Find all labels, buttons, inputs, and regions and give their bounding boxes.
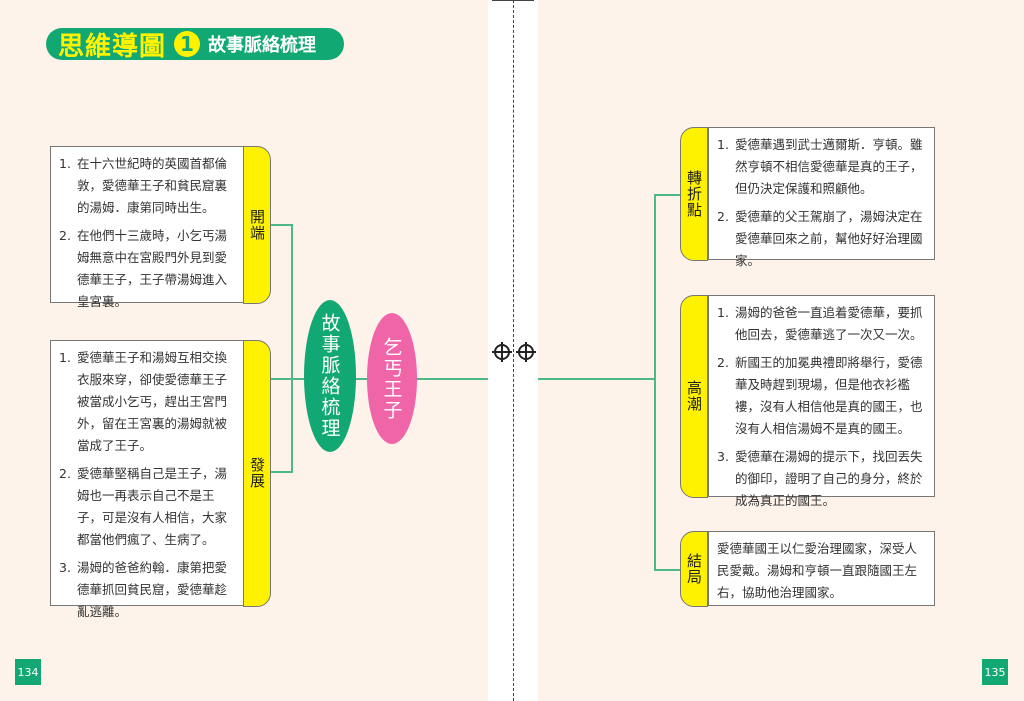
connector	[538, 378, 656, 380]
list-item: 3.愛德華在湯姆的提示下，找回丟失的御印，證明了自己的身分，終於成為真正的國王。	[717, 446, 926, 512]
list-item: 1.愛德華王子和湯姆互相交換衣服來穿，卻使愛德華王子被當成小乞丐，趕出王宮門外，…	[59, 347, 235, 457]
list-item: 2.愛德華堅稱自己是王子，湯姆也一再表示自己不是王子，可是沒有人相信，大家都當他…	[59, 463, 235, 551]
connector	[654, 194, 680, 196]
list-item: 2.在他們十三歲時，小乞丐湯姆無意中在宮殿門外見到愛德華王子，王子帶湯姆進入皇宮…	[59, 225, 235, 313]
connector	[270, 471, 292, 473]
section-label: 結局	[680, 530, 708, 607]
item-text: 湯姆的爸爸一直追着愛德華，要抓他回去，愛德華逃了一次又一次。	[735, 305, 923, 342]
section-label: 轉折點	[680, 126, 708, 261]
item-text: 湯姆的爸爸約翰．康第把愛德華抓回貧民窟，愛德華趁亂逃離。	[77, 560, 228, 619]
item-text: 愛德華在湯姆的提示下，找回丟失的御印，證明了自己的身分，終於成為真正的國王。	[735, 449, 923, 508]
section-beginning: 1.在十六世紀時的英國首都倫敦，愛德華王子和貧民窟裏的湯姆．康第同時出生。 2.…	[50, 145, 271, 309]
section-label: 高潮	[680, 294, 708, 498]
page-number-right: 135	[982, 659, 1008, 685]
item-text: 愛德華王子和湯姆互相交換衣服來穿，卻使愛德華王子被當成小乞丐，趕出王宮門外，留在…	[77, 350, 228, 453]
connector	[270, 224, 292, 226]
ending-text: 愛德華國王以仁愛治理國家，深受人民愛戴。湯姆和亨頓一直跟隨國王左右，協助他治理國…	[717, 541, 918, 600]
item-text: 愛德華遇到武士邁爾斯．亨頓。雖然亨頓不相信愛德華是真的王子，但仍決定保護和照顧他…	[735, 137, 923, 196]
section-ending: 愛德華國王以仁愛治理國家，深受人民愛戴。湯姆和亨頓一直跟隨國王左右，協助他治理國…	[680, 530, 935, 607]
title-text: 思維導圖	[58, 31, 167, 62]
item-text: 在十六世紀時的英國首都倫敦，愛德華王子和貧民窟裏的湯姆．康第同時出生。	[77, 156, 228, 215]
registration-mark-icon	[492, 342, 512, 362]
list-item: 1.湯姆的爸爸一直追着愛德華，要抓他回去，愛德華逃了一次又一次。	[717, 302, 926, 346]
list-item: 1.愛德華遇到武士邁爾斯．亨頓。雖然亨頓不相信愛德華是真的王子，但仍決定保護和照…	[717, 134, 926, 200]
item-text: 愛德華的父王駕崩了，湯姆決定在愛德華回來之前，幫他好好治理國家。	[735, 209, 923, 268]
connector	[654, 194, 656, 571]
section-development: 1.愛德華王子和湯姆互相交換衣服來穿，卻使愛德華王子被當成小乞丐，趕出王宮門外，…	[50, 339, 271, 619]
title-number: 1	[174, 31, 201, 57]
story-node: 乞丐王子	[367, 313, 417, 444]
page-number-left: 134	[15, 659, 41, 685]
item-text: 新國王的加冕典禮即將舉行，愛德華及時趕到現場，但是他衣衫襤褸，沒有人相信他是真的…	[735, 355, 923, 436]
item-text: 愛德華堅稱自己是王子，湯姆也一再表示自己不是王子，可是沒有人相信，大家都當他們瘋…	[77, 466, 228, 547]
section-climax: 1.湯姆的爸爸一直追着愛德華，要抓他回去，愛德華逃了一次又一次。 2.新國王的加…	[680, 294, 935, 508]
list-item: 1.在十六世紀時的英國首都倫敦，愛德華王子和貧民窟裏的湯姆．康第同時出生。	[59, 153, 235, 219]
registration-mark-icon	[516, 342, 536, 362]
fold-line	[513, 0, 514, 701]
page-title: 思維導圖 1 故事脈絡梳理	[46, 28, 344, 62]
section-label: 開端	[243, 145, 271, 304]
section-label: 發展	[243, 339, 271, 607]
connector	[654, 569, 680, 571]
title-subtitle: 故事脈絡梳理	[208, 35, 317, 56]
list-item: 2.新國王的加冕典禮即將舉行，愛德華及時趕到現場，但是他衣衫襤褸，沒有人相信他是…	[717, 352, 926, 440]
item-text: 在他們十三歲時，小乞丐湯姆無意中在宮殿門外見到愛德華王子，王子帶湯姆進入皇宮裏。	[77, 228, 228, 309]
list-item: 3.湯姆的爸爸約翰．康第把愛德華抓回貧民窟，愛德華趁亂逃離。	[59, 557, 235, 623]
connector	[291, 224, 293, 473]
topic-node: 故事脈絡梳理	[304, 300, 356, 452]
section-turning-point: 1.愛德華遇到武士邁爾斯．亨頓。雖然亨頓不相信愛德華是真的王子，但仍決定保護和照…	[680, 126, 935, 268]
list-item: 2.愛德華的父王駕崩了，湯姆決定在愛德華回來之前，幫他好好治理國家。	[717, 206, 926, 272]
